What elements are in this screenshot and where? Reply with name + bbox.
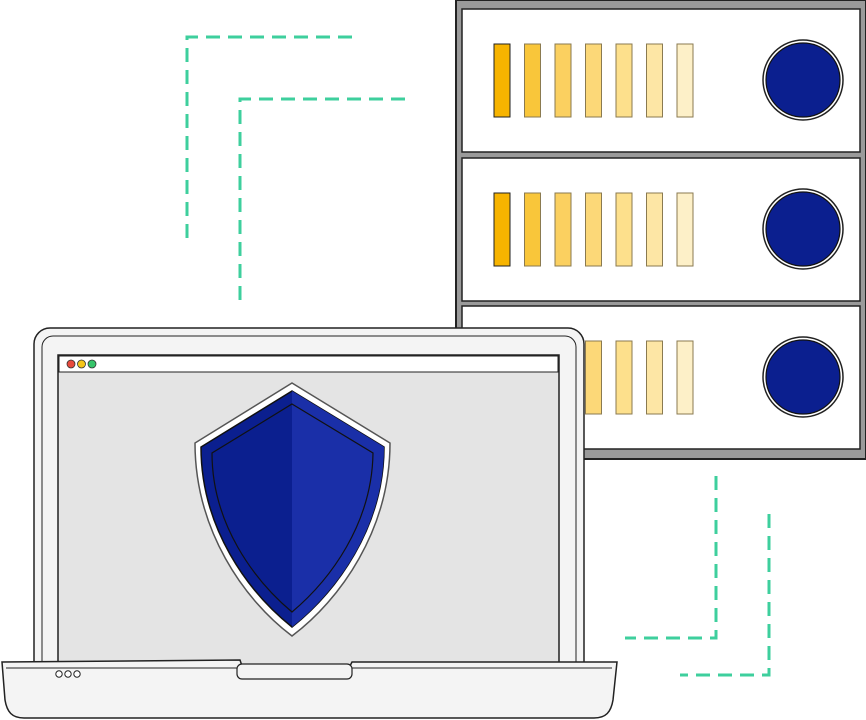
power-button-icon bbox=[765, 339, 841, 415]
status-led bbox=[615, 340, 633, 415]
network-connector-bottom bbox=[625, 476, 771, 677]
status-led bbox=[493, 192, 511, 267]
laptop bbox=[1, 327, 618, 719]
base-indicator-dots bbox=[55, 670, 81, 678]
status-led bbox=[554, 43, 572, 118]
laptop-base bbox=[1, 659, 618, 719]
shield-highlight bbox=[292, 391, 384, 627]
status-led bbox=[585, 43, 602, 118]
status-led bbox=[615, 43, 633, 118]
indicator-dot bbox=[55, 670, 63, 678]
shield-icon bbox=[194, 382, 391, 637]
maximize-dot-icon bbox=[87, 359, 97, 369]
laptop-hinge-notch bbox=[236, 663, 353, 680]
status-led bbox=[646, 43, 663, 118]
power-button-icon bbox=[765, 42, 841, 118]
server-rack bbox=[455, 0, 866, 460]
indicator-dot bbox=[73, 670, 81, 678]
server-unit bbox=[461, 8, 861, 153]
minimize-dot-icon bbox=[77, 359, 86, 369]
status-led bbox=[585, 340, 602, 415]
window-controls bbox=[66, 359, 97, 369]
shield-inner-rim bbox=[211, 403, 374, 613]
status-led bbox=[615, 192, 633, 267]
status-led bbox=[524, 192, 541, 267]
server-unit bbox=[461, 157, 861, 302]
network-connector-top bbox=[185, 35, 405, 308]
status-led bbox=[646, 340, 663, 415]
status-led bbox=[676, 43, 694, 118]
status-led bbox=[524, 43, 541, 118]
status-led bbox=[585, 192, 602, 267]
indicator-dot bbox=[64, 670, 72, 678]
status-led bbox=[554, 192, 572, 267]
power-button-icon bbox=[765, 191, 841, 267]
status-led bbox=[676, 192, 694, 267]
status-led bbox=[493, 43, 511, 118]
status-led bbox=[676, 340, 694, 415]
close-dot-icon bbox=[66, 359, 76, 369]
status-led bbox=[646, 192, 663, 267]
browser-title-bar bbox=[58, 355, 559, 373]
